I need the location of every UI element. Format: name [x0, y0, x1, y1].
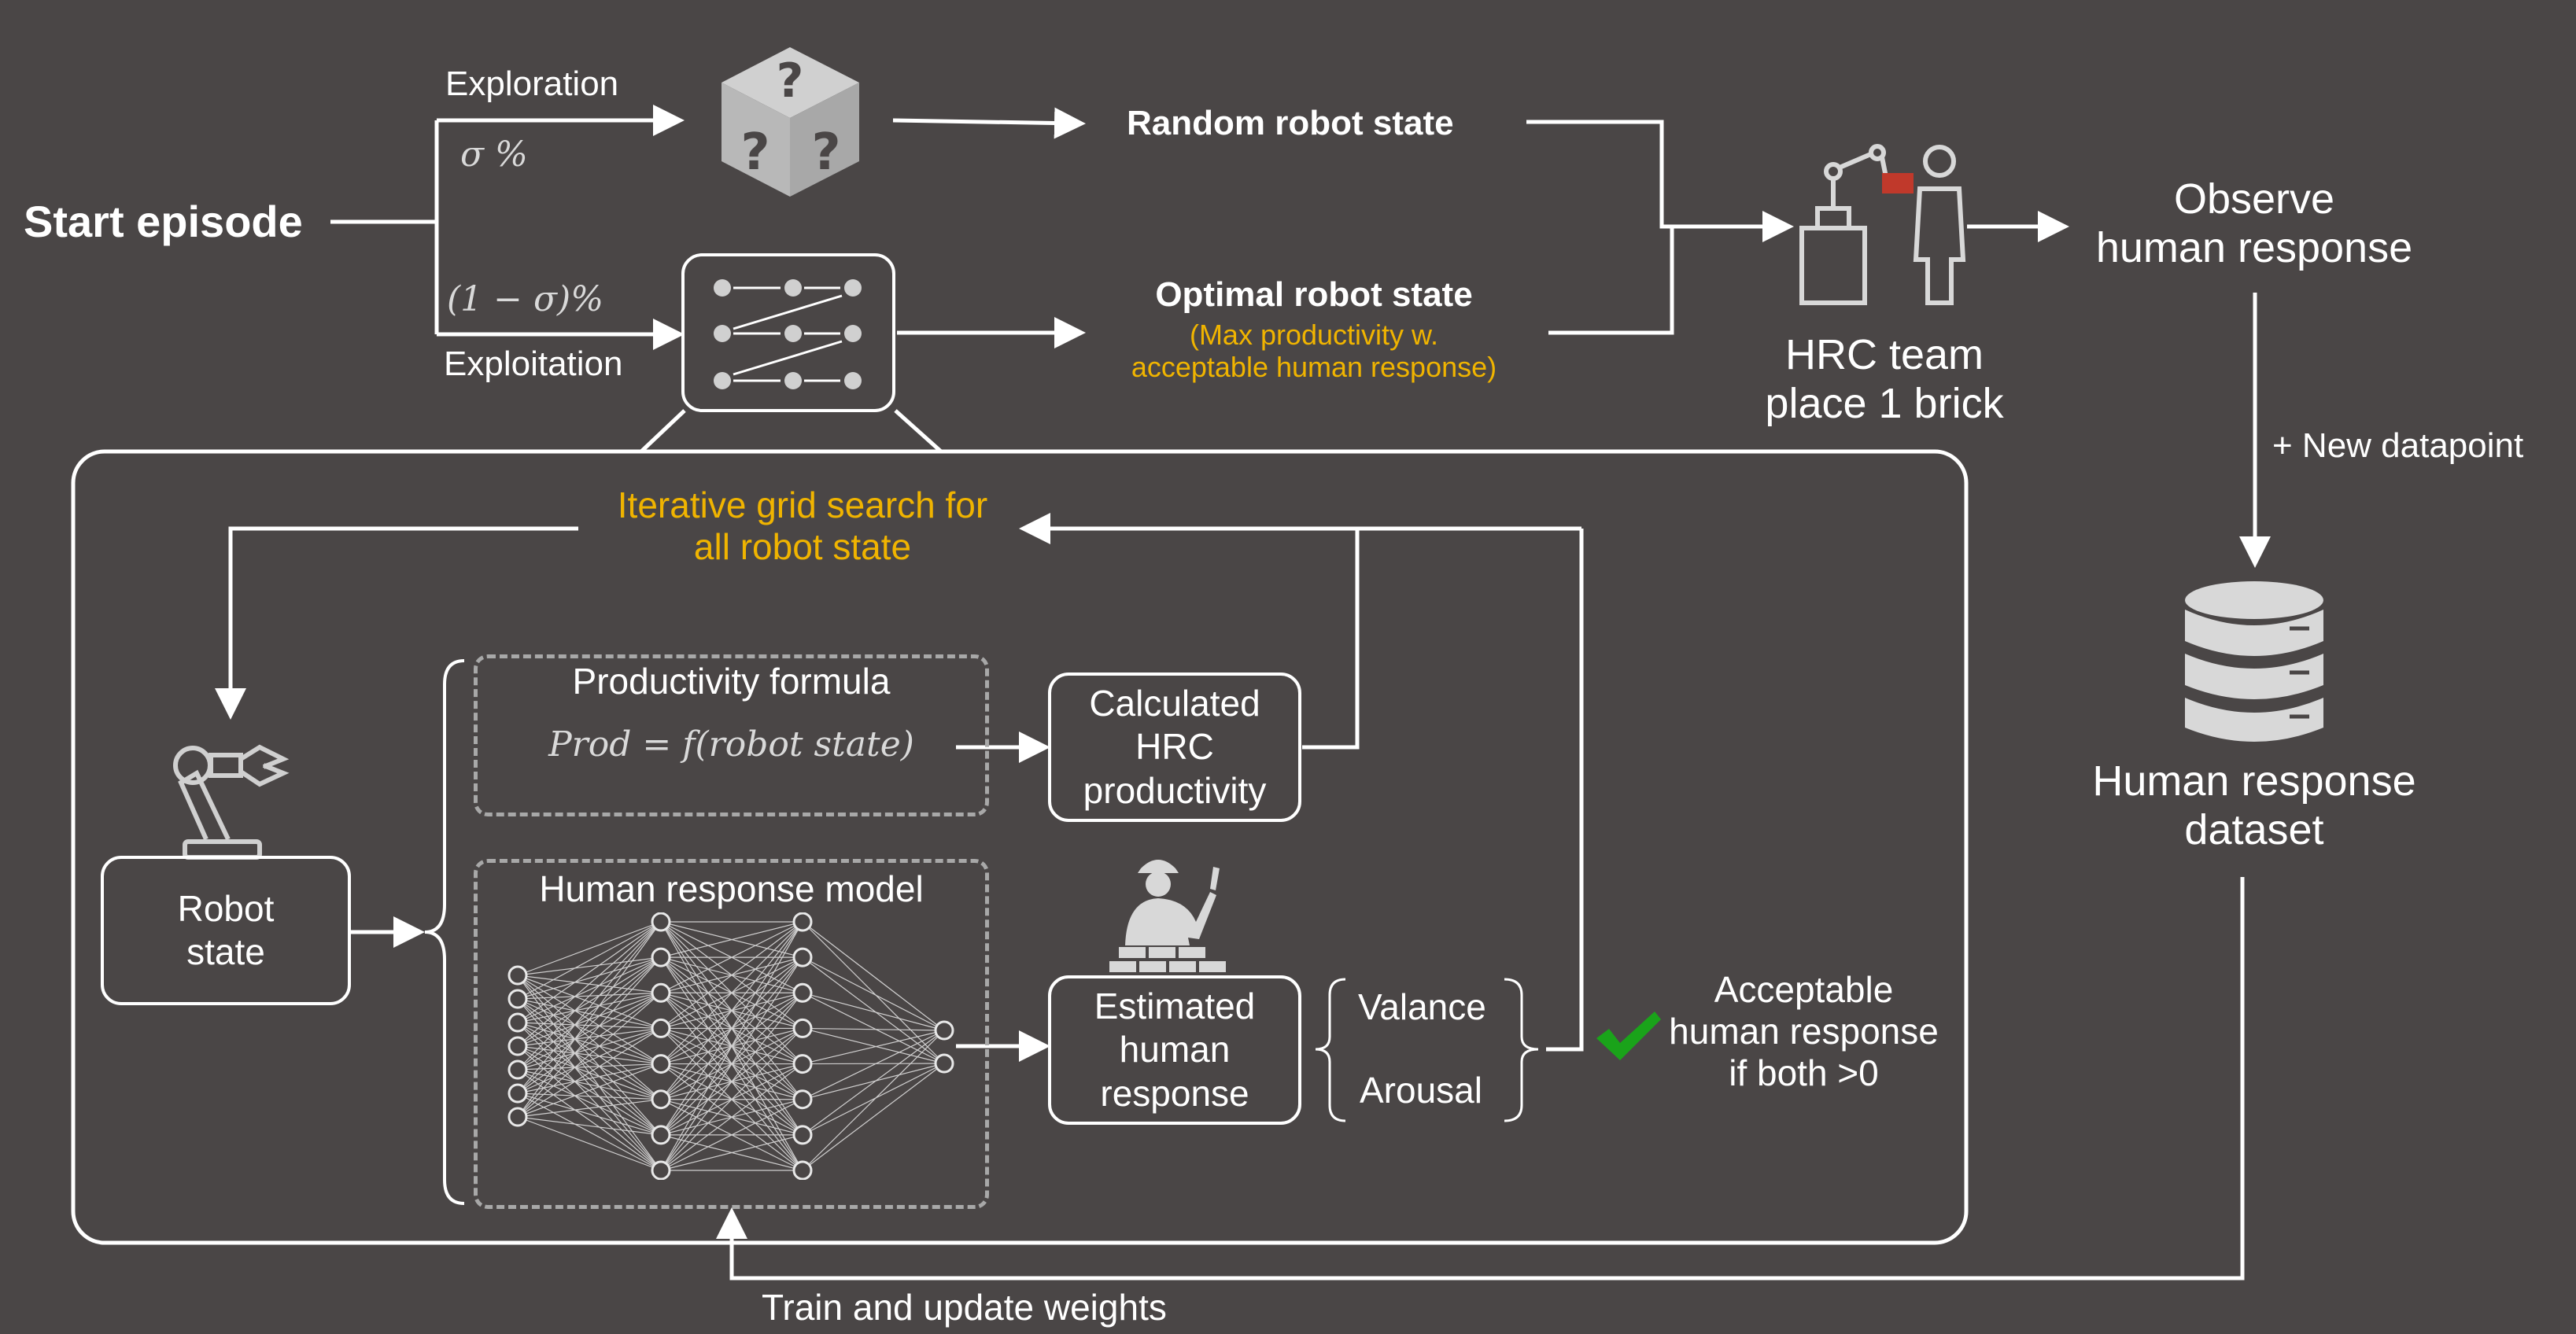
productivity-formula-box: [474, 654, 989, 816]
nn-node: [651, 982, 671, 1003]
nn-node: [651, 1054, 671, 1074]
dataset-label: Human response dataset: [2092, 757, 2416, 854]
hrc-team-label: HRC team place 1 brick: [1765, 331, 2004, 428]
nn-node: [507, 989, 528, 1009]
observe-label: Observe human response: [2095, 175, 2413, 272]
nn-node: [651, 947, 671, 967]
neural-network-icon: [507, 912, 954, 1180]
nn-node: [792, 1018, 813, 1038]
nn-node: [792, 1054, 813, 1074]
nn-node: [507, 1059, 528, 1080]
grid-search-label: Iterative grid search for all robot stat…: [617, 485, 988, 567]
sigma-percent: σ %: [460, 135, 528, 175]
nn-node: [507, 1107, 528, 1127]
svg-text:?: ?: [777, 53, 804, 109]
robot-worker-icon: [1799, 144, 1966, 305]
checkmark-icon: [1596, 1012, 1661, 1060]
start-episode-label: Start episode: [24, 197, 303, 246]
nn-node: [651, 1160, 671, 1180]
nn-node: [792, 1089, 813, 1110]
nn-node: [651, 912, 671, 932]
calculated-productivity-box: Calculated HRC productivity: [1048, 673, 1301, 822]
dice-icon: ? ? ?: [722, 47, 859, 197]
robot-arm-icon: [173, 744, 290, 860]
svg-text:?: ?: [740, 123, 769, 182]
exploration-label: Exploration: [445, 64, 619, 103]
human-response-model-label: Human response model: [539, 868, 924, 909]
one-minus-sigma-percent: (1 − σ)%: [447, 279, 604, 319]
nn-node: [792, 1125, 813, 1145]
robot-state-box: Robot state: [101, 856, 351, 1005]
optimal-state-note: (Max productivity w. acceptable human re…: [1131, 319, 1497, 384]
train-update-label: Train and update weights: [762, 1287, 1167, 1328]
productivity-formula-label: Productivity formula: [572, 661, 891, 702]
construction-worker-icon: [1109, 860, 1226, 972]
svg-text:?: ?: [811, 123, 840, 182]
human-response-model-box: [474, 859, 989, 1209]
exploitation-label: Exploitation: [444, 345, 623, 383]
nn-node: [934, 1053, 954, 1074]
random-robot-state: Random robot state: [1127, 104, 1454, 142]
nn-node: [507, 965, 528, 986]
nn-node: [507, 1012, 528, 1033]
nn-node: [792, 912, 813, 932]
grid-search-icon: [681, 253, 895, 412]
optimal-robot-state: Optimal robot state: [1155, 275, 1473, 314]
productivity-equation: Prod = f(robot state): [548, 724, 914, 765]
nn-node: [792, 982, 813, 1003]
nn-node: [651, 1125, 671, 1145]
nn-node: [934, 1020, 954, 1041]
valance-label: Valance: [1358, 986, 1486, 1027]
database-icon: [2185, 581, 2323, 742]
estimated-human-response-box: Estimated human response: [1048, 975, 1301, 1125]
nn-node: [792, 947, 813, 967]
nn-node: [507, 1036, 528, 1056]
acceptable-label: Acceptable human response if both >0: [1669, 969, 1939, 1093]
nn-node: [792, 1160, 813, 1180]
nn-node: [651, 1018, 671, 1038]
new-datapoint-label: + New datapoint: [2272, 426, 2524, 465]
arousal-label: Arousal: [1360, 1070, 1482, 1111]
nn-node: [651, 1089, 671, 1110]
nn-node: [507, 1083, 528, 1104]
